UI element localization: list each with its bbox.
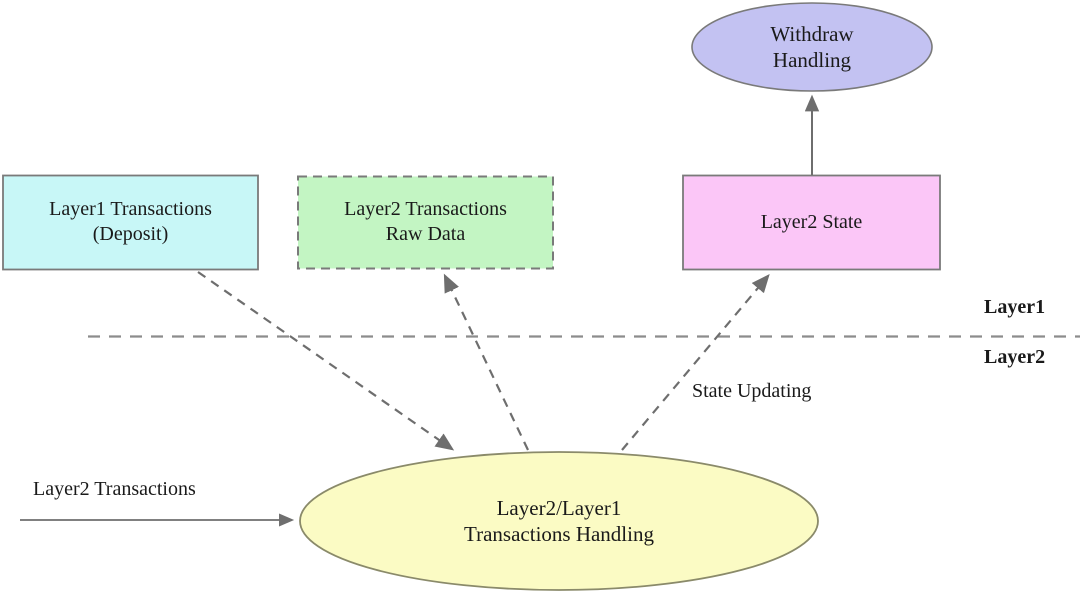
- edge-state-updating: [621, 273, 770, 451]
- edge-deposit-to-handling: [197, 271, 455, 451]
- node-layer1-transactions[interactable]: [2, 174, 259, 271]
- node-layer2-state[interactable]: [682, 174, 941, 271]
- edge-handling-to-raw-data: [443, 273, 529, 451]
- edge-label-layer2-transactions: Layer2 Transactions: [33, 478, 196, 500]
- node-layer2-raw-data[interactable]: [297, 175, 554, 270]
- layer2-tag: Layer2: [984, 346, 1046, 368]
- edge-label-state-updating: State Updating: [692, 380, 812, 402]
- node-transactions-handling[interactable]: [299, 451, 819, 591]
- node-withdraw-handling[interactable]: [691, 2, 933, 92]
- layer1-tag: Layer1: [984, 296, 1046, 318]
